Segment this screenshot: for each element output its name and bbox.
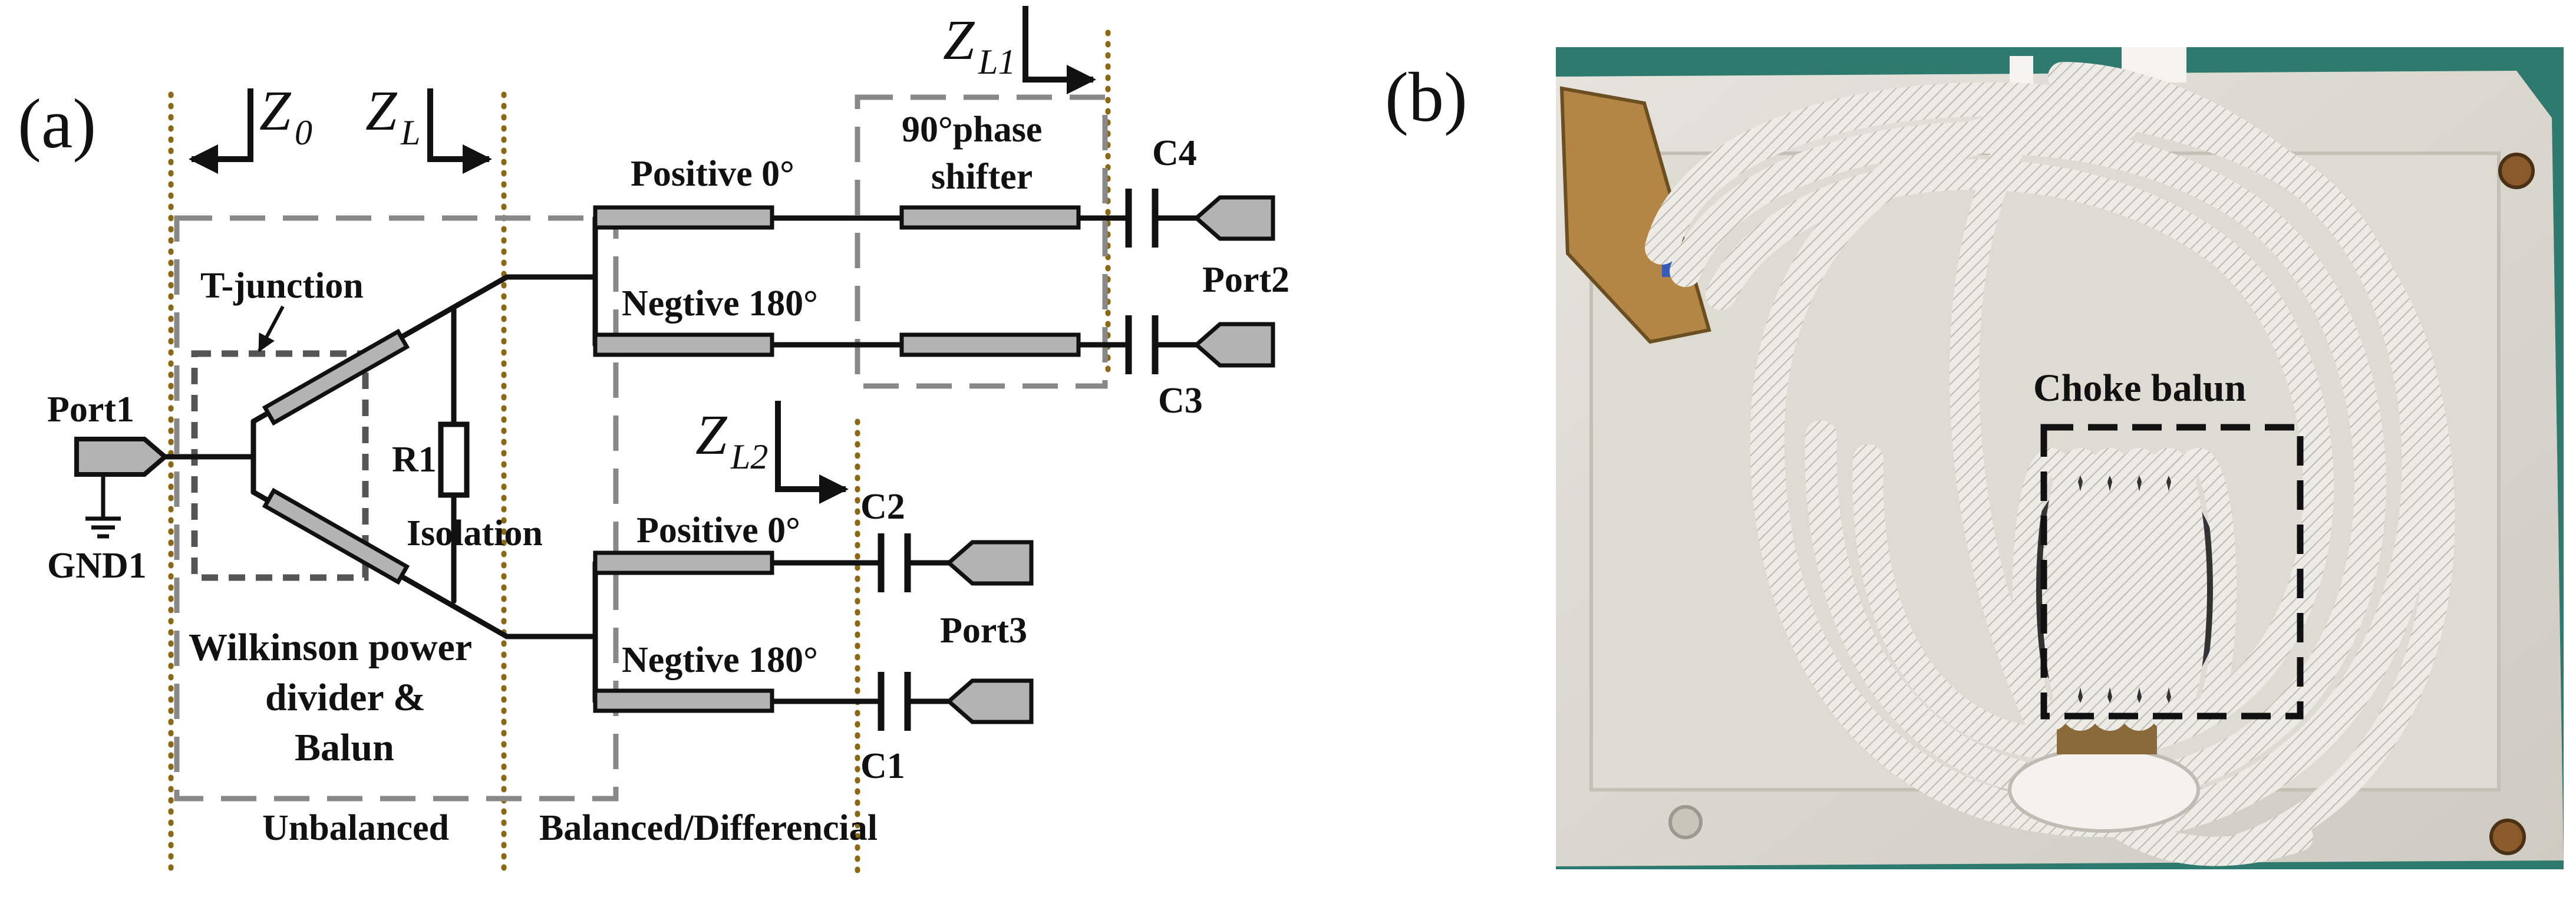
ground-symbol: [85, 474, 121, 539]
port3-label: Port3: [940, 611, 1027, 651]
line-negative-top-extension: [899, 332, 1081, 357]
c3-label: C3: [1158, 381, 1203, 421]
zl1-label: Z: [943, 8, 975, 71]
negative-bottom-label: Negtive 180°: [622, 640, 818, 680]
line-negative-top: [593, 332, 774, 357]
phase-shifter-label-line1: 90°phase: [902, 110, 1042, 150]
photo: Choke balun: [1556, 47, 2564, 869]
dashed-boxes: [174, 94, 1108, 802]
choke-balun-box: [2040, 424, 2304, 720]
negative-top-label: Negtive 180°: [622, 283, 818, 324]
t-junction-label: T-junction: [200, 266, 364, 306]
wilkinson-label-line2: divider &: [265, 676, 426, 719]
line-negative-bottom: [593, 688, 774, 713]
c1-label: C1: [860, 746, 905, 786]
zl-subscript: L: [400, 113, 420, 152]
lower-arm-line: [262, 487, 410, 585]
photo-choke-coil-turns: [2013, 448, 2237, 731]
t-junction-arrow: [258, 305, 285, 352]
balanced-label: Balanced/Differencial: [539, 808, 878, 848]
output-ports: [945, 195, 1275, 724]
transmission-lines: [593, 205, 1081, 713]
r1-label: R1: [392, 440, 437, 480]
line-positive-top: [593, 205, 774, 230]
z0-subscript: 0: [295, 113, 312, 152]
photo-coil-holder: [2008, 747, 2200, 833]
zl1-subscript: L1: [978, 42, 1015, 81]
zl1-marker: [1023, 6, 1096, 94]
line-phase-shifter: [899, 205, 1081, 230]
port3-connector-top: [945, 540, 1034, 586]
panel-b: (b): [1385, 47, 2564, 869]
wilkinson-balun-box: [174, 215, 619, 802]
wilkinson-label-line1: Wilkinson power: [189, 626, 472, 669]
phase-shifter-label-line2: shifter: [931, 157, 1033, 197]
line-positive-bottom: [593, 550, 774, 575]
panel-a: (a) Z 0 Z L Z L1: [18, 6, 1289, 881]
wilkinson-label-line3: Balun: [295, 726, 394, 769]
c2-label: C2: [860, 487, 905, 527]
panel-b-label: (b): [1385, 58, 1467, 136]
z0-label: Z: [259, 79, 292, 142]
port3-connector-bottom: [945, 678, 1034, 724]
wilkinson-arms: [262, 328, 410, 585]
positive-bottom-label: Positive 0°: [636, 510, 800, 550]
zl-marker: [427, 88, 492, 174]
t-junction-box: [191, 350, 369, 581]
positive-top-label: Positive 0°: [631, 154, 794, 194]
panel-a-label: (a): [18, 84, 96, 163]
zl-label: Z: [365, 79, 398, 142]
r1-resistor: [438, 421, 470, 498]
zl2-marker: [775, 401, 849, 504]
z0-marker: [189, 88, 253, 174]
photo-cable-loops: [1645, 62, 2455, 866]
photo-screw-bottom-right: [2489, 819, 2526, 855]
port2-label: Port2: [1202, 260, 1289, 300]
photo-screw-top-right: [2498, 153, 2535, 189]
photo-screw-bottom-left: [1668, 805, 1703, 839]
c4-label: C4: [1152, 133, 1197, 173]
zl2-subscript: L2: [730, 437, 768, 476]
isolation-label: Isolation: [407, 513, 543, 553]
gnd1-label: GND1: [47, 546, 147, 586]
capacitors: [878, 189, 1159, 731]
unbalanced-label: Unbalanced: [262, 808, 449, 848]
port1-label: Port1: [47, 390, 134, 430]
zl2-label: Z: [695, 403, 728, 466]
port2-connector-bottom: [1193, 322, 1275, 368]
phase-shifter-box: [855, 94, 1108, 389]
upper-arm-line: [262, 328, 410, 426]
choke-balun-label: Choke balun: [2033, 367, 2246, 410]
reference-planes: [168, 29, 1111, 881]
port2-connector-top: [1193, 195, 1275, 241]
port1-connector: [74, 437, 169, 477]
